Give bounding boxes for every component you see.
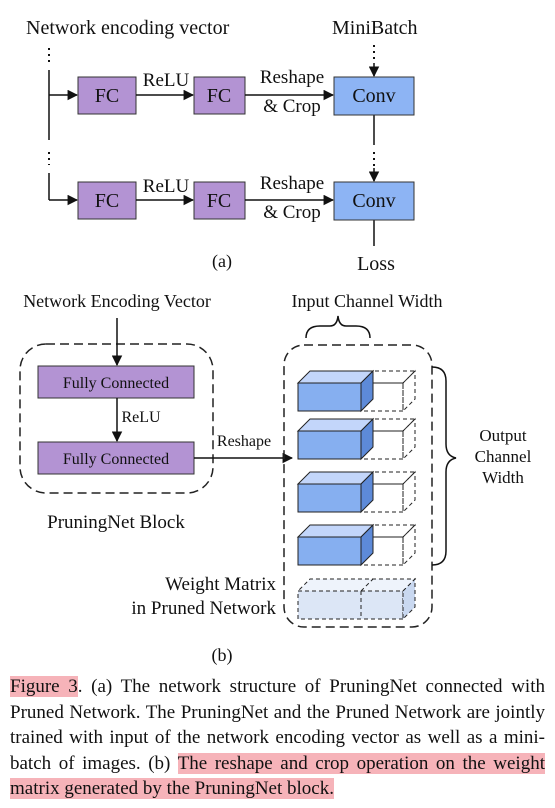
input-channel-width-label: Input Channel Width	[292, 291, 443, 311]
fully-connected-label-2: Fully Connected	[63, 451, 169, 468]
fc-box	[77, 181, 137, 220]
output-channel-label: Output	[479, 426, 527, 445]
relu-label: ReLU	[143, 70, 190, 91]
reshape-label: Reshape	[217, 433, 271, 450]
reshape-label: Reshape	[260, 173, 324, 194]
fully-connected-label-1: Fully Connected	[63, 375, 169, 392]
fc-label: FC	[207, 85, 231, 107]
fc-box	[77, 76, 137, 115]
weight-block-4	[296, 523, 417, 567]
panel-b-label: (b)	[212, 645, 233, 665]
encoding-vector-label: Network encoding vector	[26, 17, 230, 39]
panel-a-label: (a)	[212, 251, 232, 272]
input-width-brace	[305, 315, 371, 339]
crop-label: & Crop	[263, 202, 321, 223]
conv-box	[333, 76, 415, 116]
fully-connected-box-1	[37, 365, 195, 399]
weight-matrix-label: in Pruned Network	[131, 598, 276, 619]
reshape-label: Reshape	[260, 67, 324, 88]
fully-connected-box-2	[37, 441, 195, 475]
weight-block-3	[296, 470, 417, 514]
weight-block-1	[296, 369, 417, 413]
output-channel-label: Channel	[475, 447, 532, 466]
caption-text: . (a) The network structure of PruningNe…	[10, 676, 545, 774]
figure-caption: Figure 3. (a) The network structure of P…	[10, 674, 545, 802]
crop-label: & Crop	[263, 96, 321, 117]
relu-label: ReLU	[143, 176, 190, 197]
conv-box	[333, 181, 415, 221]
fc-box	[193, 76, 246, 115]
weight-matrix-label: Weight Matrix	[165, 574, 276, 595]
minibatch-label: MiniBatch	[332, 17, 418, 39]
loss-label: Loss	[357, 253, 395, 275]
panel-a-row-1: FC ReLU FC Reshape & Crop Conv	[49, 67, 415, 117]
panel-a: Network encoding vector MiniBatch FC ReL…	[26, 17, 418, 275]
weight-block-2	[296, 417, 417, 461]
figure-reference: Figure 3	[10, 676, 78, 697]
panel-a-row-2: FC ReLU FC Reshape & Crop Conv	[49, 173, 415, 223]
encoding-vector-label: Network Encoding Vector	[23, 291, 211, 311]
relu-label: ReLU	[121, 409, 161, 426]
conv-label: Conv	[352, 85, 395, 107]
output-width-brace	[431, 366, 457, 566]
fc-label: FC	[207, 190, 231, 212]
output-channel-label: Width	[482, 468, 524, 487]
pruningnet-block-label: PruningNet Block	[47, 512, 185, 533]
cropped-weight-block	[296, 577, 417, 621]
panel-b: Network Encoding Vector Input Channel Wi…	[19, 291, 532, 666]
fc-box	[193, 181, 246, 220]
figure: Network encoding vector MiniBatch FC ReL…	[19, 17, 532, 666]
conv-label: Conv	[352, 190, 395, 212]
fc-label: FC	[95, 85, 119, 107]
fc-label: FC	[95, 190, 119, 212]
weight-matrix-container	[283, 344, 433, 628]
figure-diagram: Network encoding vector MiniBatch FC ReL…	[19, 17, 532, 666]
